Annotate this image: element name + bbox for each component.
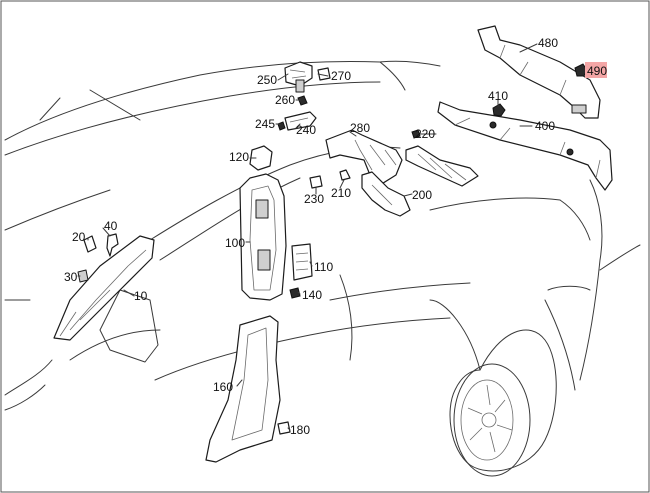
label-180[interactable]: 180 [290, 423, 310, 437]
label-230[interactable]: 230 [304, 192, 324, 206]
label-480[interactable]: 480 [538, 36, 558, 50]
label-160[interactable]: 160 [213, 380, 233, 394]
label-490[interactable]: 490 [587, 64, 607, 78]
part-30-clip[interactable] [77, 269, 89, 283]
part-110[interactable] [291, 243, 313, 281]
label-100[interactable]: 100 [225, 236, 245, 250]
label-270[interactable]: 270 [331, 69, 351, 83]
part-140-clip[interactable] [289, 287, 301, 299]
label-210[interactable]: 210 [331, 186, 351, 200]
part-number-labels: 480 490 250 270 260 410 400 245 240 280 … [64, 36, 607, 437]
part-280[interactable] [325, 129, 403, 186]
part-260[interactable] [297, 95, 308, 106]
label-200[interactable]: 200 [412, 188, 432, 202]
part-120[interactable] [249, 145, 273, 171]
part-240[interactable] [284, 111, 317, 131]
part-230-clip[interactable] [309, 175, 323, 189]
car-body-outline [4, 60, 641, 477]
part-160[interactable] [205, 315, 281, 463]
part-210-clip[interactable] [339, 169, 351, 181]
label-20[interactable]: 20 [72, 230, 86, 244]
label-220[interactable]: 220 [415, 127, 435, 141]
label-245[interactable]: 245 [255, 117, 275, 131]
label-10[interactable]: 10 [134, 289, 148, 303]
part-20-clip[interactable] [83, 235, 97, 253]
part-270[interactable] [317, 67, 331, 81]
part-210[interactable] [361, 171, 411, 217]
label-40[interactable]: 40 [104, 219, 118, 233]
part-250[interactable] [284, 61, 313, 93]
part-40-screw[interactable] [106, 233, 119, 257]
label-250[interactable]: 250 [257, 73, 277, 87]
leader-lines [77, 43, 587, 431]
label-400[interactable]: 400 [535, 119, 555, 133]
part-10[interactable] [53, 235, 155, 341]
label-410[interactable]: 410 [488, 89, 508, 103]
part-410-clip[interactable] [492, 103, 506, 117]
label-240[interactable]: 240 [296, 123, 316, 137]
label-280[interactable]: 280 [350, 121, 370, 135]
label-140[interactable]: 140 [302, 288, 322, 302]
part-100[interactable] [239, 173, 287, 301]
label-120[interactable]: 120 [229, 150, 249, 164]
label-30[interactable]: 30 [64, 270, 78, 284]
part-220-clip[interactable] [411, 129, 421, 139]
highlight-490 [585, 62, 607, 78]
label-110[interactable]: 110 [314, 260, 333, 274]
part-200[interactable] [405, 145, 479, 187]
part-400[interactable] [437, 101, 613, 191]
part-180-clip[interactable] [277, 421, 291, 435]
label-260[interactable]: 260 [275, 93, 295, 107]
part-480[interactable] [477, 25, 601, 119]
